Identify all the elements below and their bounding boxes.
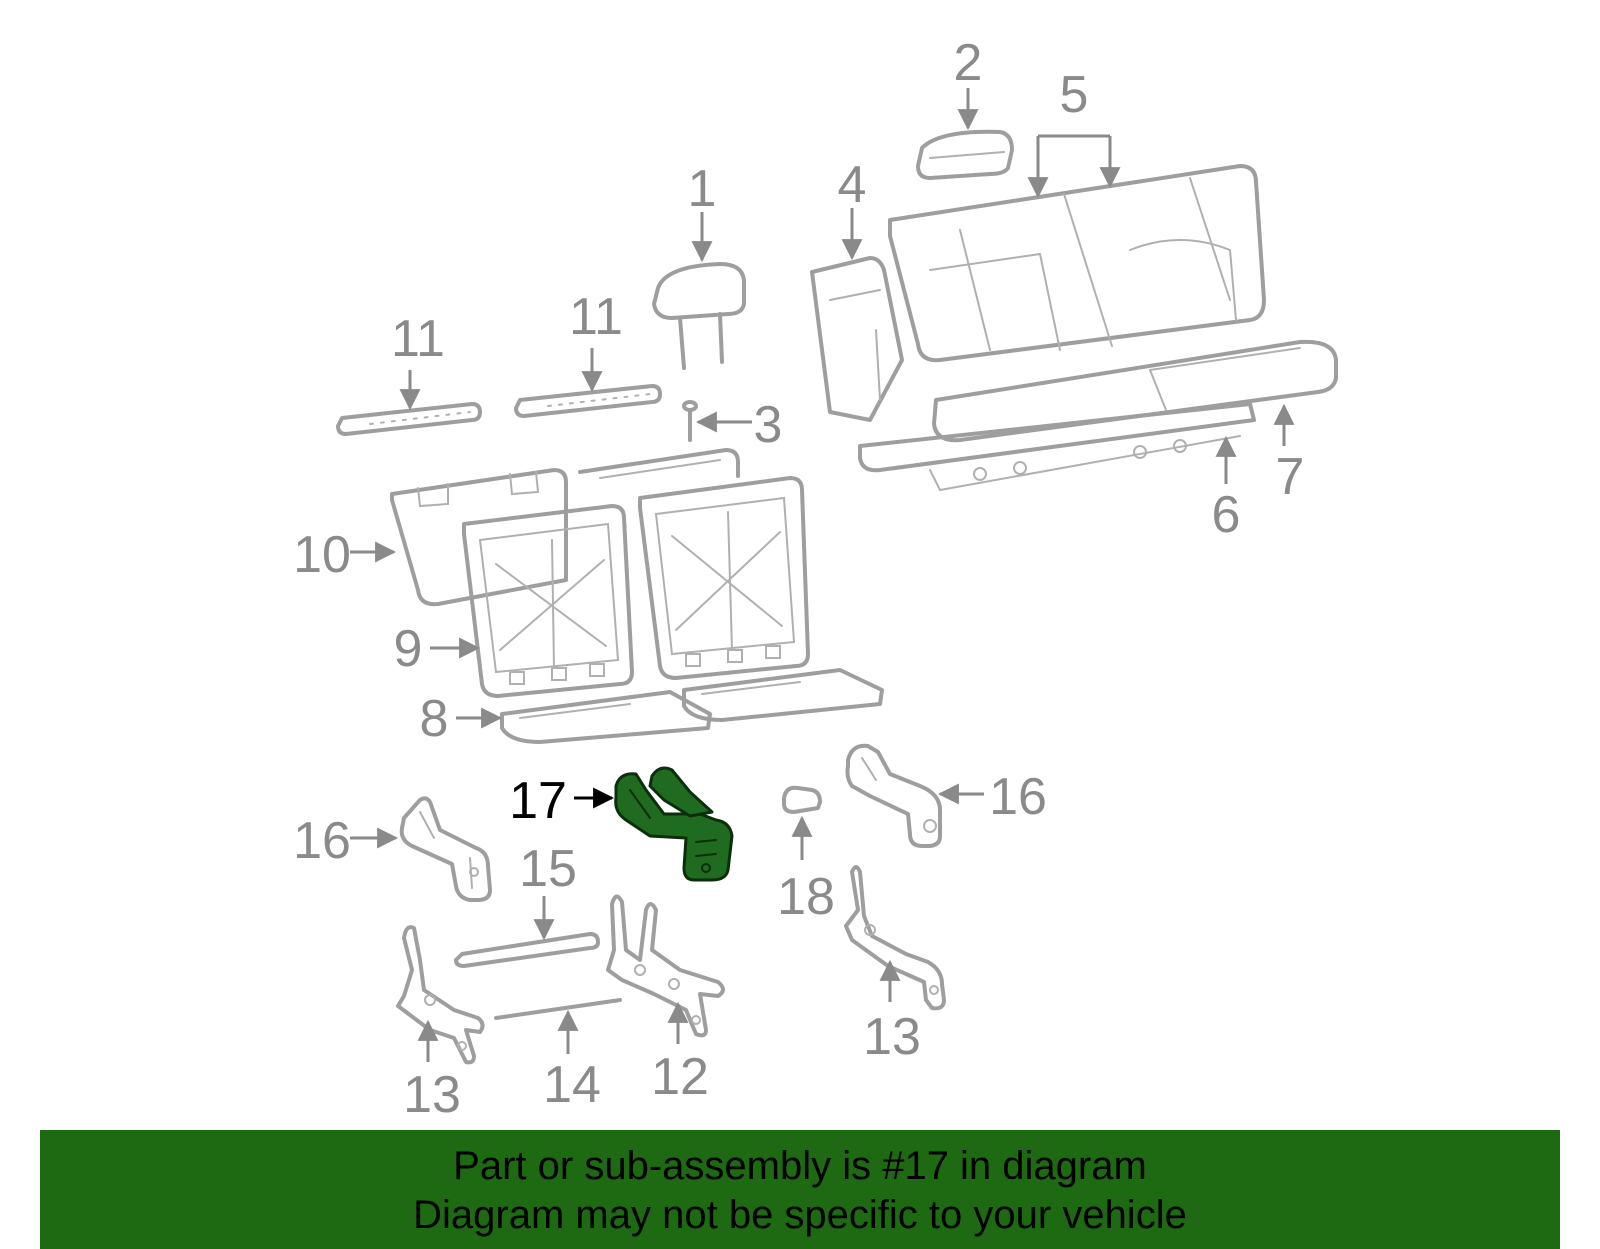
part-17-bracket[interactable]	[614, 766, 734, 882]
callout-8: 8	[420, 690, 449, 748]
part-15-rod[interactable]	[454, 932, 600, 968]
part-13-hinge-right[interactable]	[844, 865, 946, 1011]
parts-diagram: 1 2 3 4 5 6 7 8 9 10 11 11 12 13 13 14 1…	[293, 34, 1338, 1124]
rear-bench-seat[interactable]	[810, 164, 1338, 492]
callout-4: 4	[838, 156, 867, 214]
callout-2: 2	[954, 34, 983, 92]
part-11-strip-left[interactable]	[336, 402, 482, 436]
part-9-seatback-frame[interactable]	[462, 476, 810, 698]
callout-11-right: 11	[569, 288, 623, 346]
callout-1: 1	[688, 160, 717, 218]
banner-line-part: Part or sub-assembly is #17 in diagram	[453, 1144, 1147, 1188]
part-12-hinge[interactable]	[606, 894, 725, 1038]
part-16-bracket-left[interactable]	[399, 796, 492, 902]
part-14-rod[interactable]	[494, 998, 622, 1020]
part-13-hinge-left[interactable]	[396, 925, 485, 1065]
callout-12: 12	[651, 1048, 709, 1106]
part-16-bracket-right[interactable]	[845, 743, 942, 848]
callout-14: 14	[543, 1056, 601, 1114]
callout-3: 3	[754, 396, 783, 454]
banner-line-disclaimer: Diagram may not be specific to your vehi…	[413, 1193, 1187, 1237]
callout-16-left: 16	[293, 812, 351, 870]
part-3-bolt[interactable]	[682, 400, 698, 442]
callout-10: 10	[293, 526, 351, 584]
callout-7: 7	[1276, 448, 1305, 506]
part-2-headrest[interactable]	[916, 129, 1014, 180]
callout-13-right: 13	[863, 1008, 921, 1066]
callout-15: 15	[519, 840, 577, 898]
callout-5: 5	[1060, 66, 1089, 124]
callout-6: 6	[1212, 486, 1241, 544]
part-18-clip[interactable]	[782, 785, 822, 814]
callout-11-left: 11	[391, 310, 445, 368]
info-banner: Part or sub-assembly is #17 in diagram D…	[40, 1130, 1560, 1249]
part-8-cushion-pan[interactable]	[500, 668, 884, 744]
callout-16-right: 16	[989, 768, 1047, 826]
callout-18: 18	[777, 868, 835, 926]
leader-lines	[350, 88, 1295, 1062]
callout-13-left: 13	[403, 1066, 461, 1124]
part-10-seatback-panel[interactable]	[390, 448, 740, 607]
callout-9: 9	[394, 620, 423, 678]
part-11-strip-right[interactable]	[514, 384, 662, 418]
callout-labels: 1 2 3 4 5 6 7 8 9 10 11 11 12 13 13 14 1…	[293, 34, 1304, 1124]
part-1-headrest[interactable]	[652, 262, 746, 370]
callout-17: 17	[509, 772, 567, 830]
